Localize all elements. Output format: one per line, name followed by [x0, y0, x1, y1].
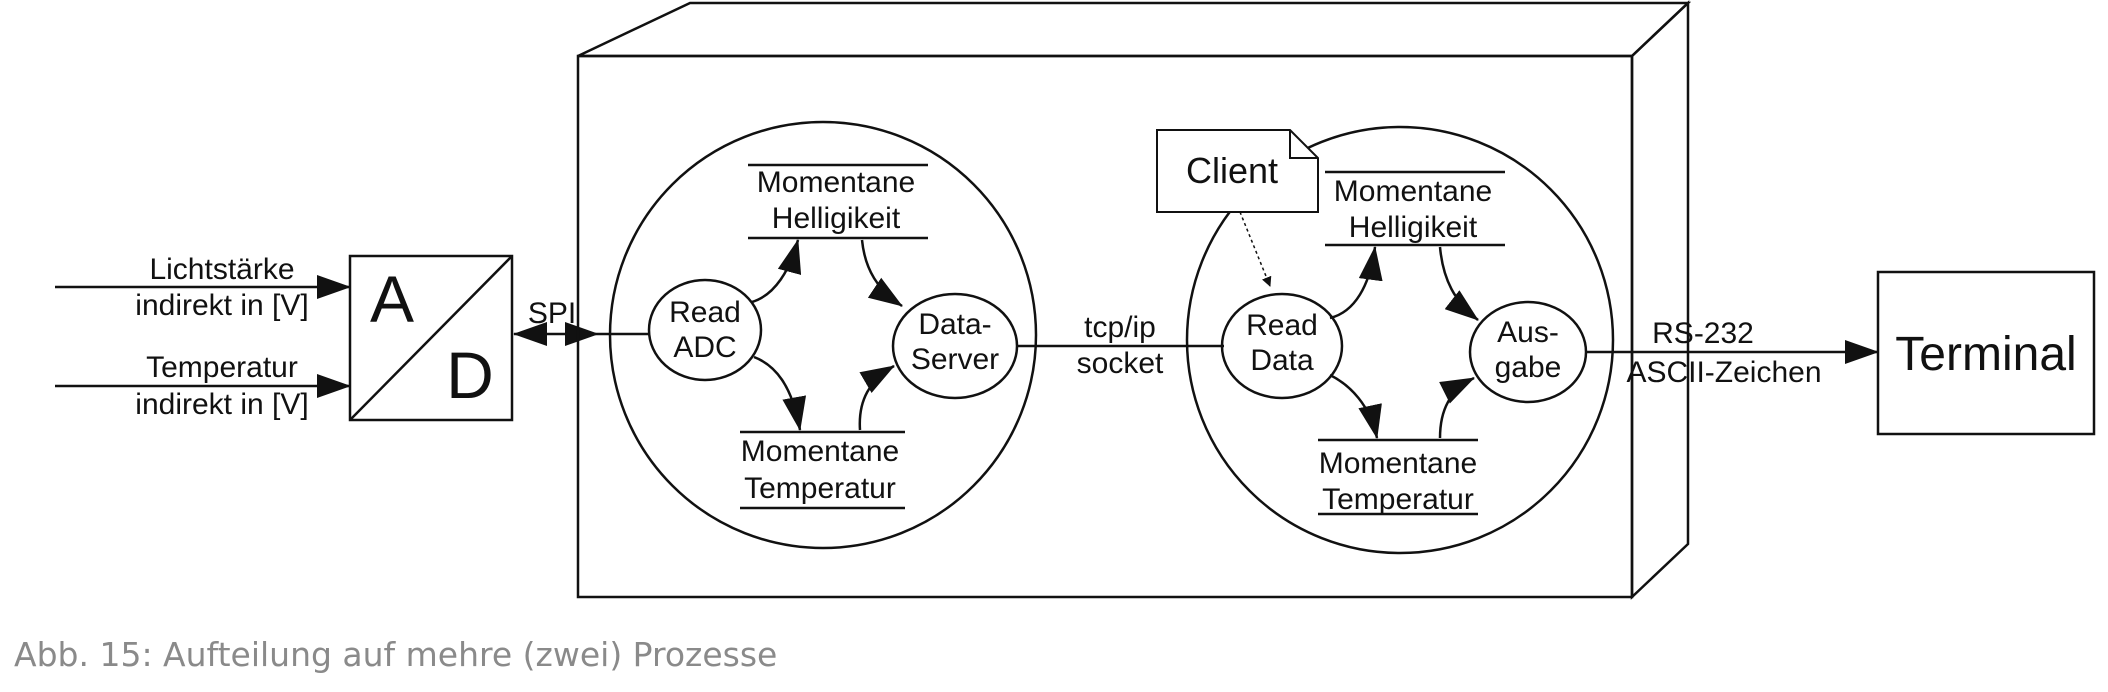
- store-temperatur-1: Momentane Temperatur: [740, 430, 905, 510]
- store-helligkeit-1: Momentane Helligikeit: [748, 163, 928, 240]
- client-note: Client: [1156, 129, 1319, 213]
- svg-text:Helligikeit: Helligikeit: [772, 202, 901, 235]
- process-1-circle: [608, 120, 1038, 550]
- figure-caption: Abb. 15: Aufteilung auf mehre (zwei) Pro…: [14, 635, 778, 674]
- input-light-label-1: Lichtstärke: [149, 253, 294, 286]
- svg-text:Terminal: Terminal: [1895, 328, 2076, 381]
- flow-temperatur-to-ausgabe: [1438, 376, 1475, 439]
- socket-label-2: socket: [1077, 347, 1164, 380]
- flow-readdata-to-helligkeit: [1329, 246, 1383, 320]
- svg-text:Read: Read: [669, 296, 741, 329]
- client-dotted-link: [1239, 211, 1272, 287]
- flow-helligkeit-to-ausgabe: [1438, 246, 1479, 321]
- spi-label: SPI: [528, 297, 576, 330]
- adc-converter: A D: [348, 254, 514, 422]
- svg-text:Momentane: Momentane: [1334, 175, 1492, 208]
- store-temperatur-2: Momentane Temperatur: [1318, 438, 1478, 516]
- input-light-label-2: indirekt in [V]: [135, 289, 308, 322]
- svg-text:Momentane: Momentane: [757, 166, 915, 199]
- flow-helligkeit-to-server: [860, 239, 903, 308]
- read-data-process: Read Data: [1220, 292, 1344, 400]
- node-box: [576, 0, 1692, 600]
- adc-label-d: D: [446, 338, 494, 412]
- flow-readdata-to-temperatur: [1329, 373, 1382, 439]
- svg-text:gabe: gabe: [1495, 351, 1562, 384]
- flow-temperatur-to-server: [858, 364, 895, 431]
- svg-text:Data: Data: [1250, 344, 1314, 377]
- svg-text:Temperatur: Temperatur: [744, 472, 896, 505]
- svg-text:Data-: Data-: [918, 308, 991, 341]
- svg-text:Client: Client: [1186, 150, 1278, 191]
- ausgabe-process: Aus- gabe: [1468, 300, 1588, 404]
- svg-text:Helligikeit: Helligikeit: [1349, 211, 1478, 244]
- socket-label-1: tcp/ip: [1084, 311, 1156, 344]
- flow-readadc-to-temperatur: [753, 355, 807, 431]
- svg-text:Read: Read: [1246, 309, 1318, 342]
- terminal-box: Terminal: [1876, 270, 2096, 436]
- input-temp-label-1: Temperatur: [146, 351, 298, 384]
- store-helligkeit-2: Momentane Helligikeit: [1325, 170, 1505, 247]
- svg-text:Momentane: Momentane: [741, 435, 899, 468]
- read-adc-process: Read ADC: [647, 278, 763, 382]
- serial-label-1: RS-232: [1652, 317, 1754, 350]
- svg-text:Momentane: Momentane: [1319, 447, 1477, 480]
- adc-label-a: A: [370, 262, 414, 336]
- input-temp-label-2: indirekt in [V]: [135, 388, 308, 421]
- svg-text:Server: Server: [911, 343, 999, 376]
- process-2-circle: [1185, 125, 1615, 555]
- serial-label-2: ASCII-Zeichen: [1626, 356, 1821, 389]
- svg-text:Aus-: Aus-: [1497, 316, 1559, 349]
- flow-readadc-to-helligkeit: [751, 239, 802, 304]
- data-server-process: Data- Server: [891, 292, 1019, 400]
- svg-text:Temperatur: Temperatur: [1322, 483, 1474, 516]
- svg-text:ADC: ADC: [673, 331, 736, 364]
